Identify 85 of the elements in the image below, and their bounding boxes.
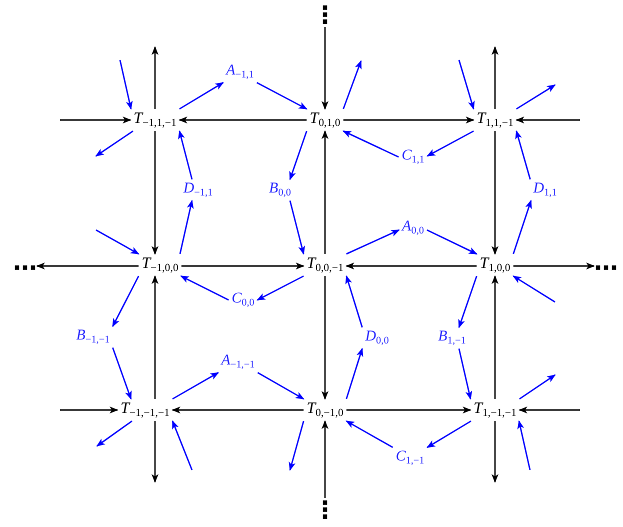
arrow [426, 420, 472, 448]
coefficient-label: A$_{−1,1}$ [223, 61, 257, 83]
arrow [345, 275, 363, 328]
arrow [288, 420, 304, 471]
arrow [516, 116, 580, 124]
arrow [322, 420, 328, 498]
coefficient-label: D$_{1,1}$ [530, 179, 560, 201]
arrow [178, 130, 193, 180]
coefficient-label: D$_{−1,1}$ [180, 179, 216, 201]
term-label: T$_{0,1,0}$ [306, 108, 344, 132]
arrow [152, 275, 158, 399]
arrow [172, 406, 304, 414]
arrow [289, 130, 308, 180]
arrow [458, 60, 475, 110]
arrow [172, 420, 193, 470]
arrow [60, 406, 118, 414]
arrow [179, 82, 224, 110]
coefficient-label: B$_{0,0}$ [266, 179, 294, 201]
coefficient-label: C$_{0,0}$ [228, 289, 258, 311]
arrow [517, 420, 531, 470]
arrow [152, 131, 158, 255]
arrow [346, 420, 394, 448]
arrow [119, 60, 133, 110]
arrow [458, 348, 472, 400]
arrow [513, 262, 595, 270]
arrow [256, 82, 308, 110]
arrow [95, 130, 134, 157]
arrow [322, 130, 328, 254]
arrow [346, 348, 364, 400]
arrow [322, 276, 328, 400]
ellipsis-dots: ⋮ [313, 498, 337, 522]
arrow [96, 229, 140, 255]
term-label: T$_{−1,1,−1}$ [130, 108, 180, 132]
arrow [346, 229, 400, 255]
arrow [172, 372, 220, 400]
arrow [426, 229, 478, 255]
term-label: T$_{0,0,−1}$ [304, 254, 346, 276]
arrow [257, 372, 304, 400]
arrow [346, 262, 477, 270]
coefficient-label: B$_{1,−1}$ [435, 327, 469, 349]
term-label: T$_{1,1,−1}$ [474, 108, 516, 132]
term-label: T$_{1,−1,−1}$ [470, 398, 520, 422]
coefficient-label: A$_{−1,−1}$ [218, 351, 258, 373]
arrow [426, 130, 474, 157]
arrow [36, 262, 139, 270]
term-label: T$_{0,−1,0}$ [304, 398, 346, 422]
arrow [178, 116, 307, 124]
coefficient-label: D$_{0,0}$ [362, 327, 392, 349]
arrow [256, 275, 304, 301]
arrow [180, 275, 229, 301]
arrow [492, 275, 498, 399]
arrow [342, 60, 362, 110]
arrow [492, 421, 498, 483]
arrow [112, 276, 140, 328]
arrow [289, 200, 306, 255]
arrow [515, 130, 531, 180]
arrow [492, 46, 498, 109]
term-label: T$_{−1,−1,−1}$ [117, 398, 173, 422]
arrow [512, 200, 532, 254]
arrow [181, 262, 304, 270]
arrow [152, 46, 158, 109]
arrow [179, 200, 194, 254]
arrow [458, 276, 478, 328]
coefficient-label: C$_{1,1}$ [398, 146, 428, 168]
arrow [112, 347, 132, 400]
arrow [492, 131, 498, 255]
arrow [96, 420, 132, 447]
arrow [516, 84, 556, 110]
term-label: T$_{−1,0,0}$ [138, 254, 182, 276]
term-label: T$_{1,0,0}$ [476, 254, 514, 276]
arrow [342, 130, 399, 158]
coefficient-label: C$_{1,−1}$ [392, 447, 428, 469]
arrow [518, 406, 580, 414]
arrow [346, 406, 472, 414]
coefficient-label: B$_{−1,−1}$ [73, 326, 113, 348]
arrow [152, 421, 158, 483]
arrow [519, 374, 556, 400]
ellipsis-dots: ⋮ [313, 3, 337, 27]
arrow [512, 275, 556, 303]
ellipsis-dots: ⋯ [594, 256, 618, 280]
ellipsis-dots: ⋯ [13, 256, 37, 280]
coefficient-label: A$_{0,0}$ [399, 217, 427, 239]
arrow [343, 116, 474, 124]
arrow [322, 27, 328, 110]
arrow [60, 116, 132, 124]
